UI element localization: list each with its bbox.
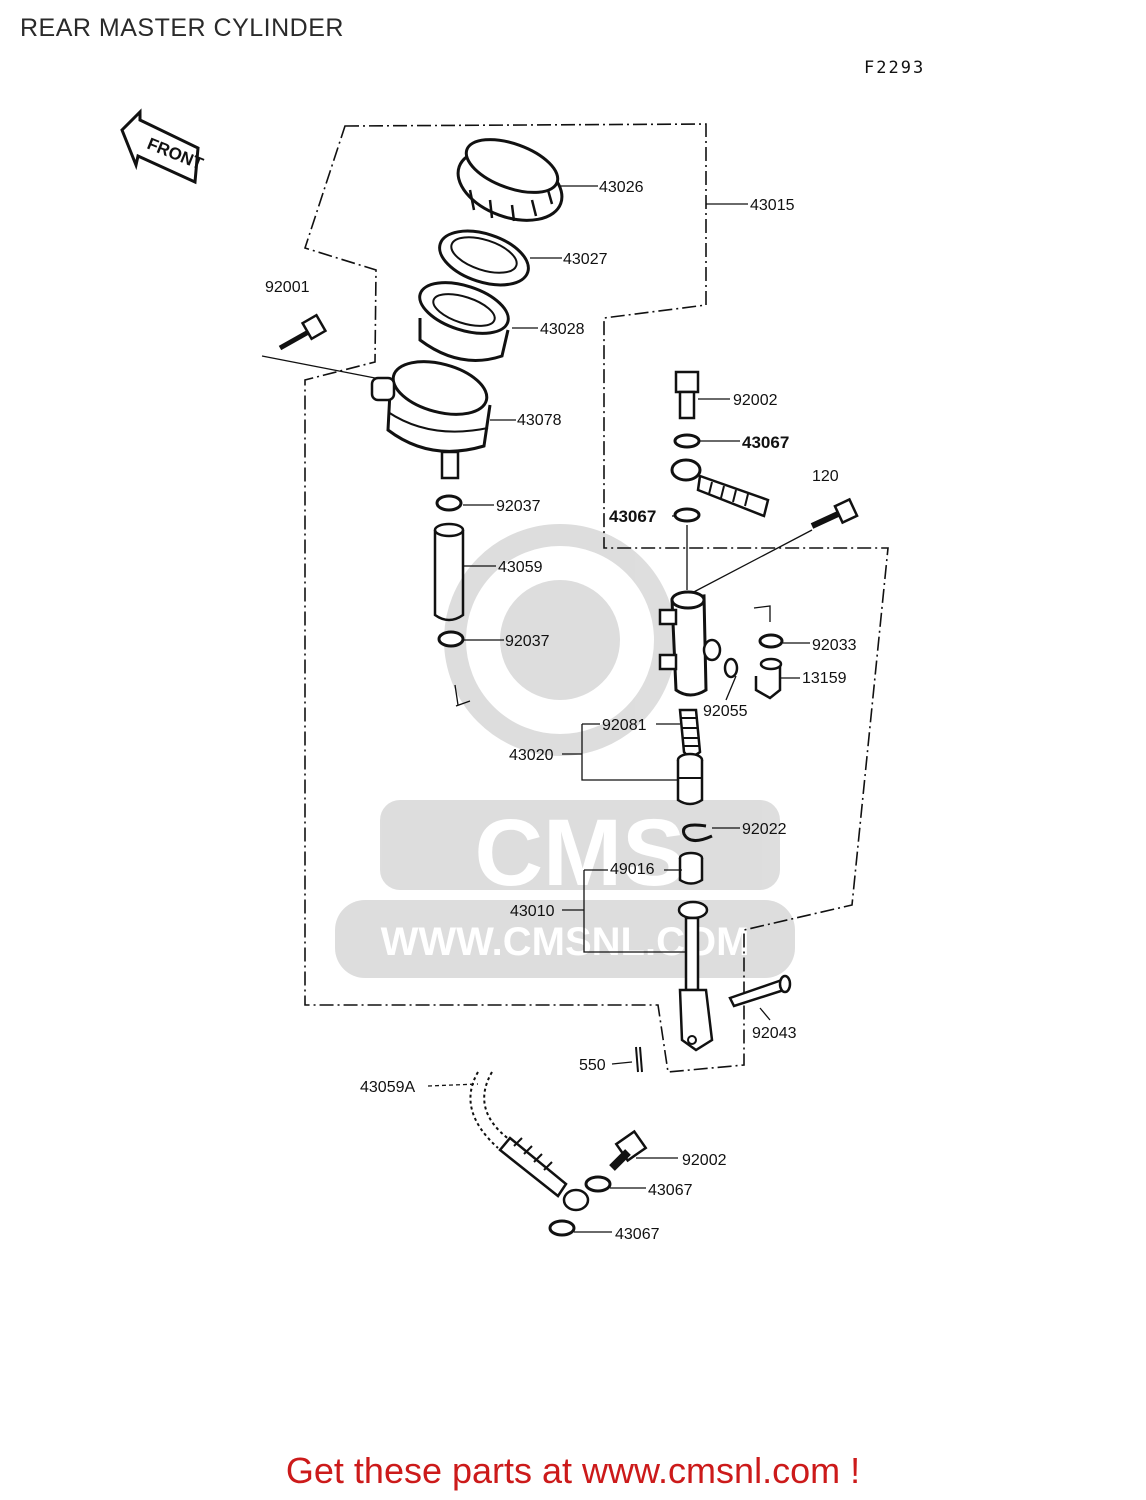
label-550: 550 <box>579 1057 606 1074</box>
o-ring-92055 <box>723 657 739 679</box>
label-43028: 43028 <box>540 321 585 338</box>
washer-43067-upper <box>673 433 701 449</box>
label-92037-upper: 92037 <box>496 498 541 515</box>
label-43026: 43026 <box>599 179 644 196</box>
reservoir-cap-43026 <box>456 138 564 222</box>
front-arrow: FRONT <box>120 108 206 185</box>
label-43027: 43027 <box>563 251 608 268</box>
hose-43059A <box>483 1071 511 1141</box>
label-43010: 43010 <box>510 903 555 920</box>
label-43067-upper: 43067 <box>742 433 789 452</box>
figure-code: F2293 <box>864 58 926 78</box>
label-43067-lower-a: 43067 <box>648 1182 693 1199</box>
label-92055: 92055 <box>703 703 748 720</box>
piston-assembly <box>676 752 704 806</box>
pin-92043 <box>728 974 792 1008</box>
label-43078: 43078 <box>517 412 562 429</box>
circlip-92022 <box>681 823 713 842</box>
label-92081: 92081 <box>602 717 647 734</box>
hose-clamp-92037-lower <box>437 630 465 648</box>
label-43067-lower-b: 43067 <box>615 1226 660 1243</box>
lower-banjo-fitting <box>498 1136 590 1212</box>
washer-43067-lower <box>673 507 701 523</box>
reservoir-43078 <box>370 360 492 480</box>
label-13159: 13159 <box>802 670 847 687</box>
bolt-120 <box>687 497 859 596</box>
label-43067-middle: 43067 <box>609 507 656 526</box>
footer-link[interactable]: Get these parts at www.cmsnl.com ! <box>285 1450 861 1491</box>
hose-fitting-13159 <box>754 657 783 700</box>
diaphragm-43028 <box>418 281 510 362</box>
leader-lines <box>427 185 810 1233</box>
banjo-bolt-92002-upper <box>674 370 700 420</box>
label-92002-lower: 92002 <box>682 1152 727 1169</box>
reservoir-assembly-boundary <box>303 123 889 1073</box>
label-120: 120 <box>812 468 839 485</box>
label-92001: 92001 <box>265 279 310 296</box>
label-92033: 92033 <box>812 637 857 654</box>
label-49016: 49016 <box>610 861 655 878</box>
page-title: REAR MASTER CYLINDER <box>20 14 344 42</box>
cotter-pin-550 <box>635 1046 643 1073</box>
label-92022: 92022 <box>742 821 787 838</box>
hose-clamp-92037-upper <box>435 494 463 512</box>
label-43020: 43020 <box>509 747 554 764</box>
hose-43059 <box>433 522 465 622</box>
master-cylinder-body <box>658 590 722 697</box>
circlip-92033 <box>758 633 784 649</box>
label-92002-upper: 92002 <box>733 392 778 409</box>
watermark-logo-text: CMS <box>474 800 685 906</box>
banjo-bolt-92002-lower <box>609 1129 648 1171</box>
label-92037-lower: 92037 <box>505 633 550 650</box>
label-43059: 43059 <box>498 559 543 576</box>
spring-92081 <box>678 708 702 758</box>
diaphragm-plate-43027 <box>438 229 530 287</box>
label-92043: 92043 <box>752 1025 797 1042</box>
label-43015: 43015 <box>750 197 795 214</box>
push-rod-43010 <box>677 900 714 1052</box>
banjo-fitting <box>670 458 770 518</box>
washer-43067-lower-lower <box>548 1219 576 1237</box>
dust-boot-49016 <box>678 851 704 885</box>
screw-92001 <box>261 313 376 379</box>
washer-43067-lower-upper <box>584 1175 612 1193</box>
label-43059A: 43059A <box>360 1079 415 1096</box>
cms-watermark-logo: CMS WWW.CMSNL.COM <box>335 524 795 978</box>
exploded-diagram: CMS WWW.CMSNL.COM FRONT <box>120 108 889 1243</box>
